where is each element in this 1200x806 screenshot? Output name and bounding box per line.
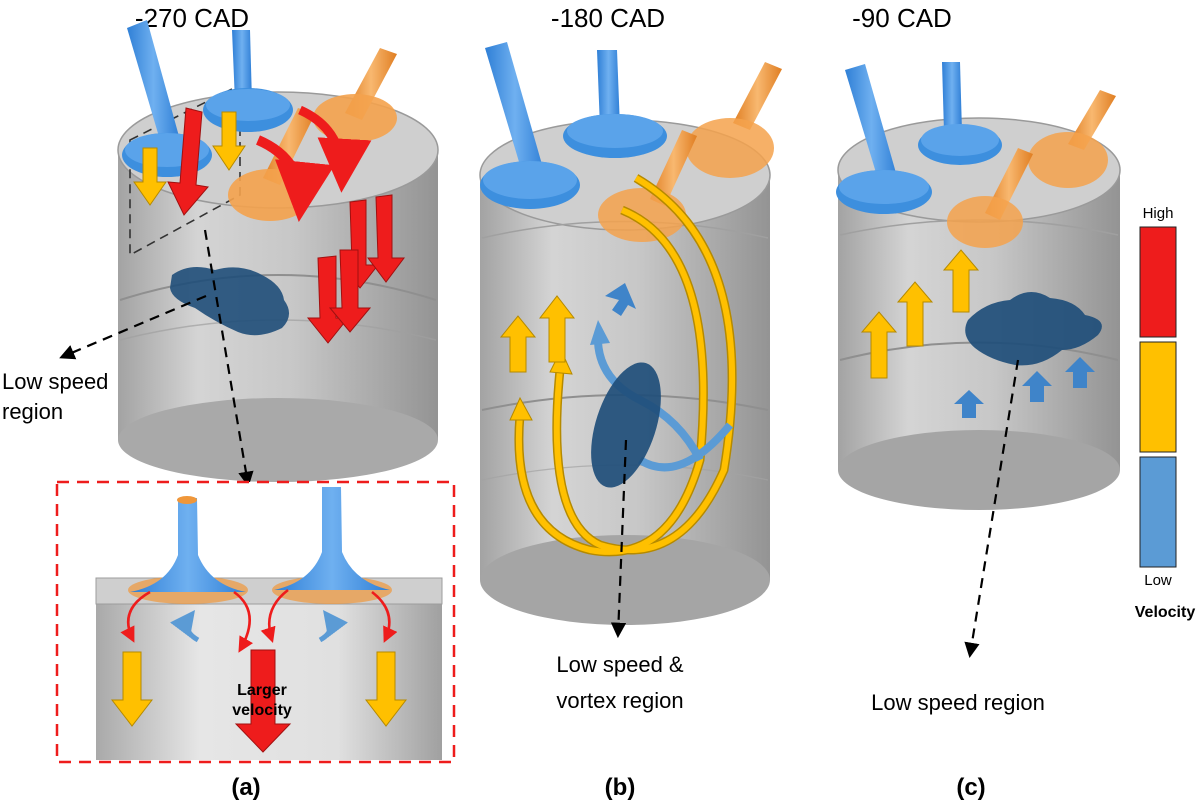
exhaust-valve-c2 xyxy=(947,148,1033,248)
legend-low-label: Low xyxy=(1144,572,1172,589)
panel-c-note-line1: Low speed region xyxy=(871,690,1045,715)
panel-a-title: -270 CAD xyxy=(135,3,249,33)
low-speed-region-c xyxy=(965,291,1102,366)
intake-valve-c1 xyxy=(836,64,932,214)
panel-c: -90 CAD xyxy=(836,3,1121,801)
panel-b-note-line2: vortex region xyxy=(556,688,683,713)
panel-a-note-line1: Low speed xyxy=(2,369,108,394)
high-velocity-arrows-a xyxy=(167,107,405,344)
loop-arrowhead-b1 xyxy=(509,396,533,421)
intake-valve-b1 xyxy=(480,42,580,209)
panel-c-label: (c) xyxy=(956,774,985,801)
intake-valve-a2 xyxy=(203,30,293,132)
panel-b-title: -180 CAD xyxy=(551,3,665,33)
exhaust-valve-c1 xyxy=(1028,90,1116,188)
low-velocity-tail-b xyxy=(637,422,734,472)
velocity-legend: High Low Velocity xyxy=(1135,205,1196,621)
low-speed-region-a xyxy=(170,266,290,336)
panel-a: -270 CAD xyxy=(2,3,456,801)
leader-line-a-note xyxy=(59,294,207,360)
medium-velocity-arrows-a xyxy=(133,111,246,206)
legend-title: Velocity xyxy=(1135,604,1196,621)
exhaust-valve-a1 xyxy=(313,48,397,142)
exhaust-valve-b1 xyxy=(686,62,782,178)
zoom-inset: Larger velocity xyxy=(55,480,456,764)
leader-line-a-inset xyxy=(203,229,254,488)
medium-velocity-arrows-b xyxy=(499,295,576,373)
leader-line-b xyxy=(610,439,628,639)
intake-valve-c2 xyxy=(918,62,1002,165)
inset-arrow-label-line1: Larger xyxy=(237,682,287,699)
low-velocity-arrows-c xyxy=(954,357,1095,418)
legend-swatch-low xyxy=(1139,456,1177,568)
low-speed-region-b xyxy=(591,362,661,488)
panel-a-note-line2: region xyxy=(2,399,63,424)
panel-b: -180 CAD xyxy=(479,3,782,801)
panel-b-note-line1: Low speed & xyxy=(556,652,684,677)
medium-velocity-arrows-c xyxy=(860,249,980,379)
panel-c-title: -90 CAD xyxy=(852,3,952,33)
inset-arrow-label-line2: velocity xyxy=(232,702,292,719)
legend-swatch-medium xyxy=(1139,341,1177,453)
high-velocity-curve-a1 xyxy=(255,135,335,222)
low-velocity-arrow-b xyxy=(605,283,636,316)
medium-velocity-loops-b-fill xyxy=(515,175,736,555)
intake-valve-b2 xyxy=(563,50,667,158)
panel-a-label: (a) xyxy=(231,774,260,801)
low-velocity-arrowhead-b1 xyxy=(590,320,610,345)
panel-b-label: (b) xyxy=(605,774,636,801)
legend-high-label: High xyxy=(1143,205,1174,222)
high-velocity-curve-a2 xyxy=(298,105,372,193)
legend-swatch-high xyxy=(1139,226,1177,338)
